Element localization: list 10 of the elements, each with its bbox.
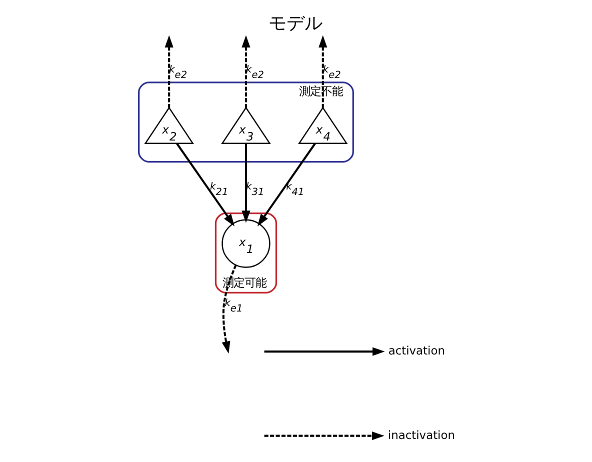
arrow <box>176 142 234 226</box>
legend-label: activation <box>388 344 444 358</box>
arrow <box>241 35 250 108</box>
arrow <box>318 35 327 108</box>
legend-label: inactivation <box>387 428 454 442</box>
arrow <box>221 264 236 354</box>
diagram-title: モデル <box>268 13 322 34</box>
arrow <box>164 35 173 108</box>
arrow <box>256 142 316 226</box>
arrow <box>241 144 250 223</box>
